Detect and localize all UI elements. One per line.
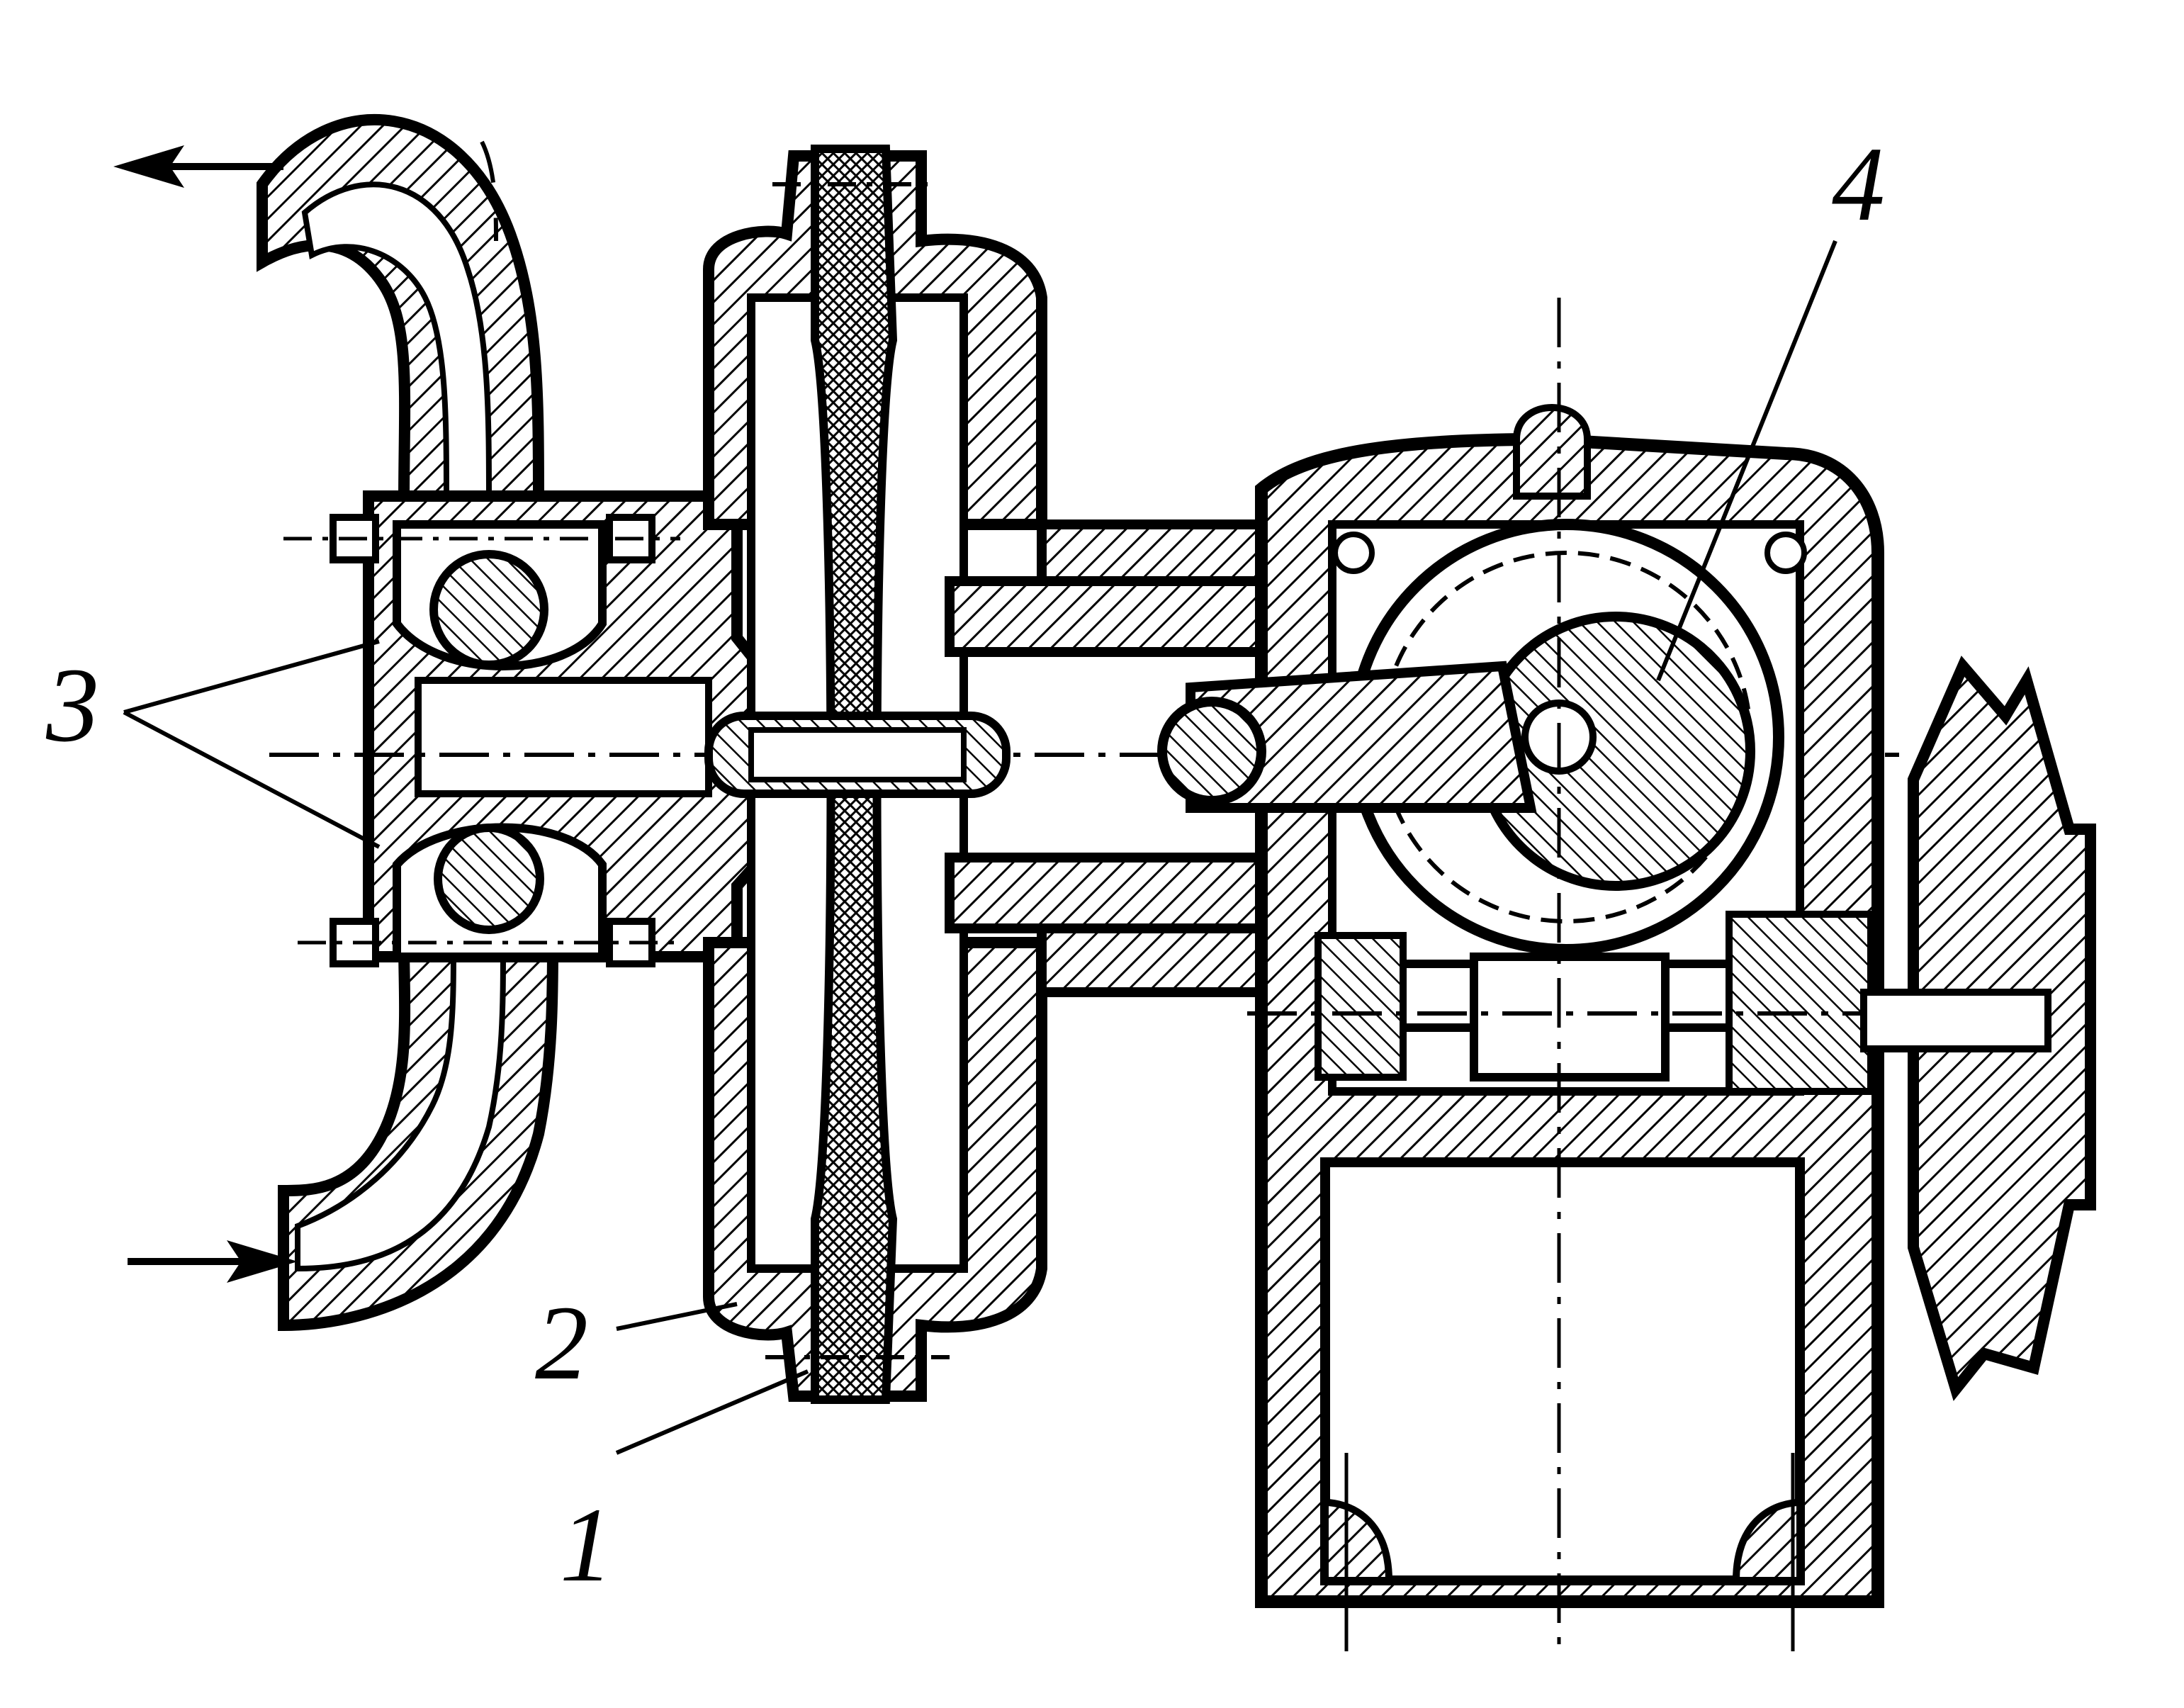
label-part-1: 1 — [560, 1486, 613, 1604]
label-part-2: 2 — [535, 1284, 588, 1402]
worm-shaft — [1247, 911, 2090, 1095]
pushrod — [704, 712, 1011, 798]
connecting-rod — [1157, 661, 1537, 813]
outlet-pipe — [257, 114, 545, 509]
label-part-3: 3 — [45, 646, 99, 764]
arrow-inlet-icon — [128, 1240, 298, 1283]
upper-valve-ball — [429, 550, 548, 669]
lower-valve-ball — [434, 824, 544, 934]
leader-lines — [123, 240, 1837, 1455]
label-part-4: 4 — [1832, 125, 1885, 243]
arrow-outlet-icon — [113, 145, 283, 188]
inlet-pipe — [278, 937, 559, 1332]
v-belt-pulley — [1860, 656, 2096, 1401]
worm-wheel — [1348, 519, 1784, 955]
